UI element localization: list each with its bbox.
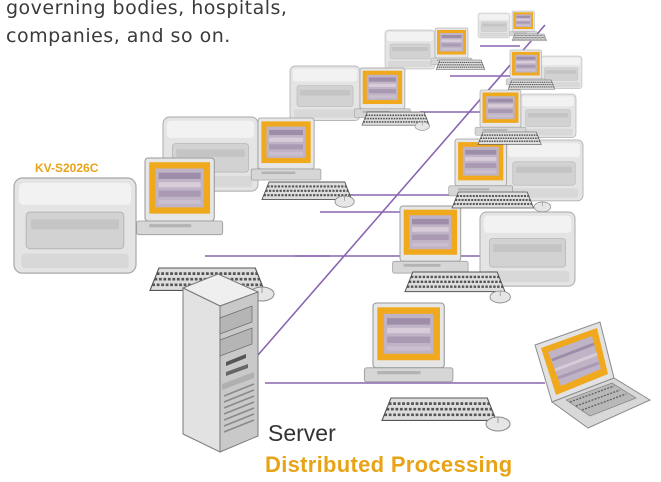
keyboard-icon <box>403 270 507 293</box>
caption-text: governing bodies, hospitals, companies, … <box>6 0 287 50</box>
diagram-title: Distributed Processing <box>265 452 513 477</box>
backbone-line <box>257 24 546 356</box>
keyboard-icon <box>477 131 542 146</box>
scanner-model-label: KV-S2026C <box>35 161 99 175</box>
scanner-icon <box>477 12 511 39</box>
caption-line-1: governing bodies, hospitals, <box>6 0 288 19</box>
computer-icon <box>430 27 473 65</box>
keyboard-icon <box>435 59 486 71</box>
scanner-icon <box>289 65 361 121</box>
computer-icon <box>363 302 454 383</box>
mouse-icon <box>334 195 355 208</box>
keyboard-icon <box>451 191 535 209</box>
computer-icon <box>509 10 538 36</box>
mouse-icon <box>489 290 511 304</box>
computer-icon <box>354 67 411 118</box>
computer-icon <box>250 117 322 181</box>
keyboard-icon <box>511 33 548 42</box>
keyboard-icon <box>507 79 556 90</box>
keyboard-icon <box>380 396 498 422</box>
scanner-icon <box>519 93 577 138</box>
caption-line-2: companies, and so on. <box>6 25 231 47</box>
computer-icon <box>136 157 224 236</box>
server-tower-icon <box>181 273 260 453</box>
computer-icon <box>474 89 527 136</box>
mouse-icon <box>533 201 552 213</box>
mouse-icon <box>485 416 511 432</box>
server-label: Server <box>268 420 336 446</box>
scanner-icon <box>384 29 436 70</box>
computer-icon <box>448 138 514 197</box>
mouse-icon <box>414 121 430 131</box>
laptop-icon <box>534 321 652 429</box>
scanner-icon <box>13 177 137 274</box>
computer-icon <box>392 205 469 274</box>
